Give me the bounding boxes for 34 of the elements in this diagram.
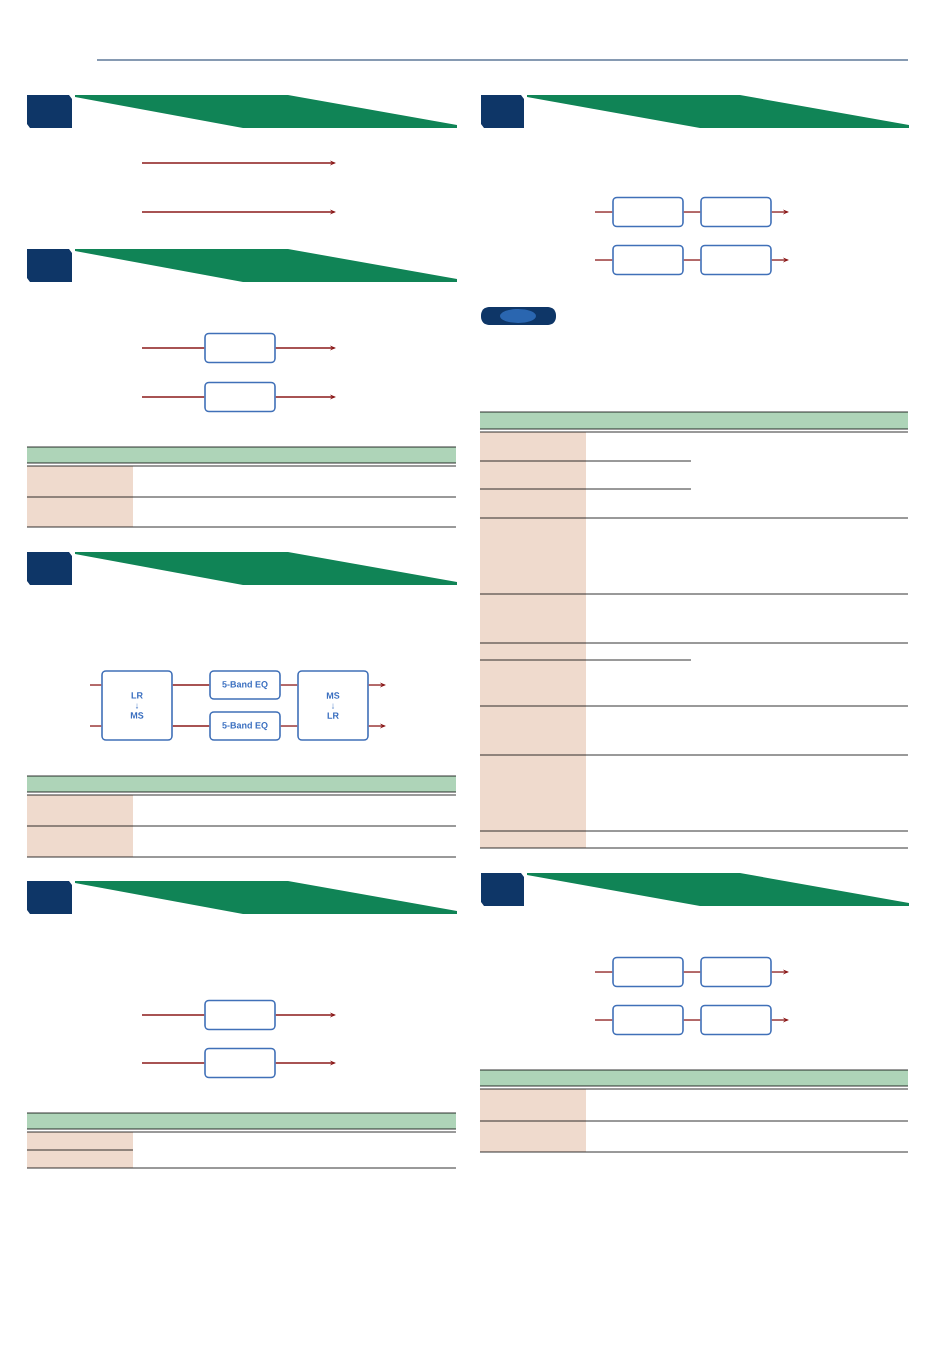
process-box bbox=[700, 956, 772, 988]
signal-line bbox=[89, 725, 102, 727]
signal-line bbox=[172, 684, 210, 686]
signal-line bbox=[683, 1019, 701, 1021]
signal-line bbox=[594, 211, 613, 213]
process-box bbox=[700, 196, 772, 228]
signal-line bbox=[280, 684, 298, 686]
process-box bbox=[700, 244, 772, 276]
process-box: MS ↓ LR bbox=[297, 670, 369, 741]
process-box: 5-Band EQ bbox=[209, 670, 281, 700]
signal-line bbox=[89, 684, 102, 686]
signal-line bbox=[683, 211, 701, 213]
process-box bbox=[612, 1004, 684, 1036]
signal-line bbox=[141, 347, 205, 349]
process-box bbox=[612, 956, 684, 988]
process-box bbox=[204, 1047, 276, 1079]
signal-line bbox=[141, 1014, 205, 1016]
process-box: 5-Band EQ bbox=[209, 711, 281, 741]
process-box: LR ↓ MS bbox=[101, 670, 173, 741]
signal-line bbox=[683, 971, 701, 973]
signal-line bbox=[141, 1062, 205, 1064]
signal-line bbox=[172, 725, 210, 727]
process-box bbox=[612, 196, 684, 228]
process-box bbox=[204, 332, 276, 364]
signal-line bbox=[594, 971, 613, 973]
signal-line bbox=[594, 259, 613, 261]
signal-line bbox=[594, 1019, 613, 1021]
signal-line bbox=[280, 725, 298, 727]
signal-line bbox=[141, 396, 205, 398]
process-box bbox=[612, 244, 684, 276]
process-box bbox=[700, 1004, 772, 1036]
signal-line bbox=[683, 259, 701, 261]
process-box bbox=[204, 381, 276, 413]
process-box bbox=[204, 999, 276, 1031]
